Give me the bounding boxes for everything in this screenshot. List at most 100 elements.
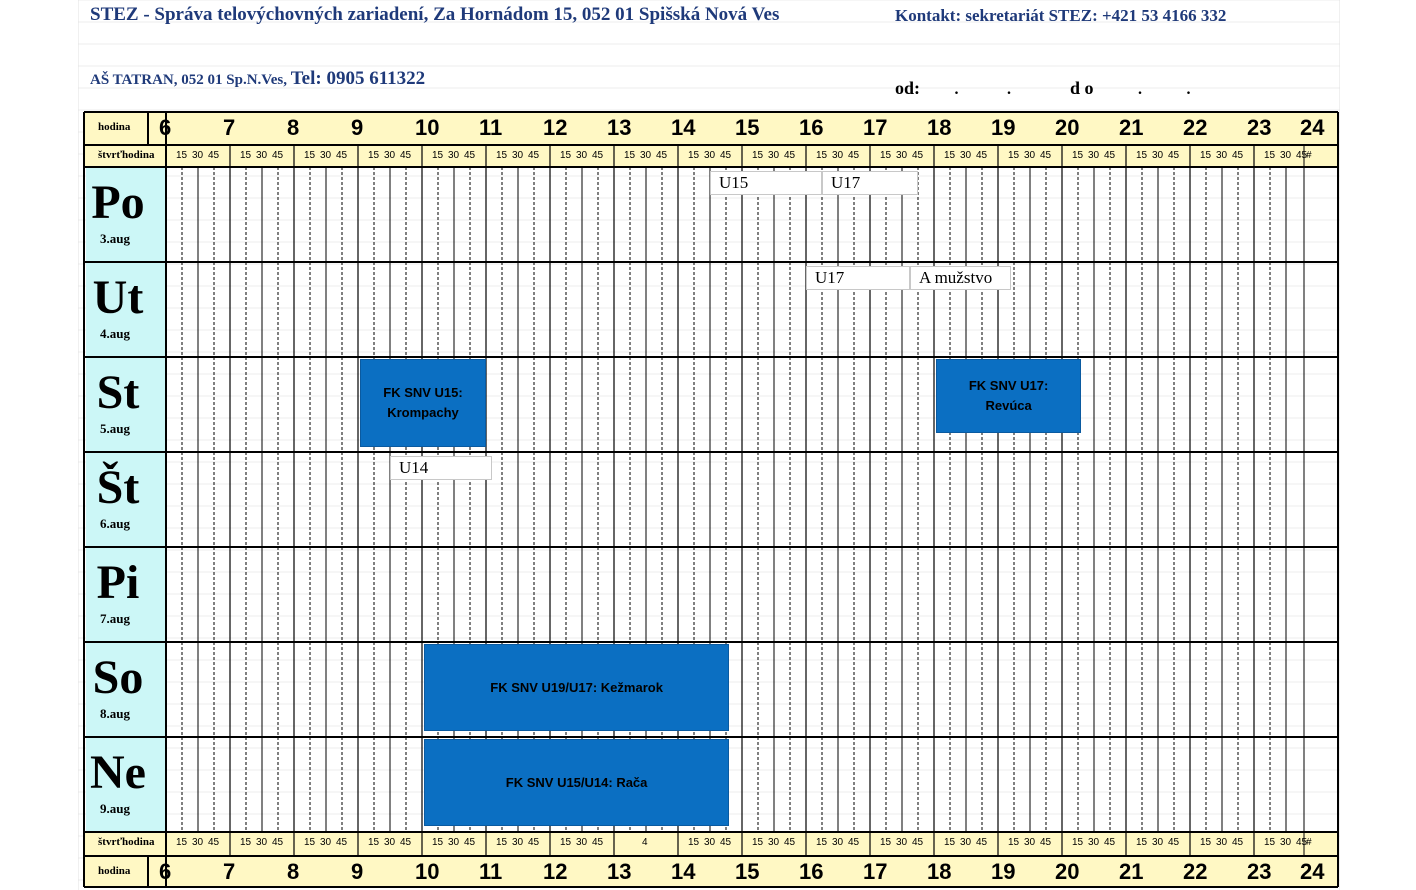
top-quarter-mark: 15 — [560, 150, 572, 161]
event-block[interactable]: FK SNV U15:Krompachy — [360, 359, 486, 447]
top-quarter-mark: 45 — [528, 150, 540, 161]
top-quarter-mark: 45 — [272, 150, 284, 161]
top-quarter-mark: 45 — [1296, 150, 1308, 161]
bottom-hour-20: 20 — [1055, 859, 1080, 884]
top-hour-7: 7 — [223, 115, 236, 140]
period-from-label: od: — [895, 78, 921, 98]
top-quarter-row — [84, 145, 1338, 167]
bottom-hour-23: 23 — [1247, 859, 1272, 884]
bottom-quarter-mark: 45 — [720, 837, 732, 848]
top-hour-14: 14 — [671, 115, 696, 140]
bottom-hour-8: 8 — [287, 859, 300, 884]
bottom-quarter-mark: 30 — [1024, 837, 1036, 848]
bottom-quarter-mark: 15 — [752, 837, 764, 848]
top-hour-13: 13 — [607, 115, 632, 140]
bottom-quarter-mark: 30 — [448, 837, 460, 848]
bottom-quarter-mark: 15 — [688, 837, 700, 848]
event-block[interactable]: FK SNV U19/U17: Kežmarok — [424, 644, 730, 731]
top-quarter-mark: 30 — [192, 150, 204, 161]
bottom-quarter-mark: 45 — [1168, 837, 1180, 848]
bottom-quarter-mark: 15 — [560, 837, 572, 848]
bottom-quarter-mark: 45 — [400, 837, 412, 848]
top-hour-11: 11 — [479, 115, 503, 140]
period-to: d o . . — [1070, 78, 1191, 99]
bottom-hour-11: 11 — [479, 859, 503, 884]
booking-note: U17 — [822, 171, 918, 195]
top-quarter-mark: 30 — [896, 150, 908, 161]
event-block[interactable]: FK SNV U15/U14: Rača — [424, 739, 730, 826]
bottom-quarter-mark: 15 — [1072, 837, 1084, 848]
bottom-quarter-mark: 45 — [592, 837, 604, 848]
event-subtitle: Krompachy — [387, 405, 459, 420]
day-name: Ne — [90, 746, 146, 799]
bottom-quarter-mark: 30 — [576, 837, 588, 848]
bottom-quarter-mark: 30 — [512, 837, 524, 848]
top-quarter-mark: 30 — [1024, 150, 1036, 161]
bottom-quarter-mark: 30 — [704, 837, 716, 848]
bottom-quarter-mark: 30 — [384, 837, 396, 848]
top-quarter-mark: 30 — [512, 150, 524, 161]
top-quarter-mark: 45 — [1168, 150, 1180, 161]
top-quarter-mark: 45 — [720, 150, 732, 161]
bottom-quarter-mark: 45 — [336, 837, 348, 848]
period-to-label: d o — [1070, 78, 1094, 98]
top-quarter-mark: 30 — [256, 150, 268, 161]
period-to-dot-1: . — [1138, 81, 1143, 98]
bottom-quarter-row — [84, 832, 1338, 855]
top-hour-24: 24 — [1300, 115, 1325, 140]
bottom-quarter-mark: 15 — [816, 837, 828, 848]
day-date: 5.aug — [100, 421, 130, 436]
top-quarter-mark: 45 — [976, 150, 988, 161]
booking-note: U17 — [806, 266, 910, 290]
top-quarter-mark: 15 — [304, 150, 316, 161]
bottom-quarter-mark: 45 — [784, 837, 796, 848]
bottom-quarter-mark: 15 — [496, 837, 508, 848]
day-date: 3.aug — [100, 231, 130, 246]
top-quarter-mark: 15 — [944, 150, 956, 161]
bottom-hour-24: 24 — [1300, 859, 1325, 884]
bottom-hour-label: hodina — [98, 865, 131, 877]
top-quarter-mark: 15 — [816, 150, 828, 161]
top-hour-12: 12 — [543, 115, 568, 140]
bottom-quarter-mark: 45 — [272, 837, 284, 848]
bottom-quarter-mark: 30 — [320, 837, 332, 848]
day-name: St — [96, 366, 140, 419]
top-quarter-mark: 30 — [1216, 150, 1228, 161]
bottom-quarter-mark: 15 — [240, 837, 252, 848]
top-quarter-mark: 15 — [1264, 150, 1276, 161]
bottom-quarter-mark: 30 — [192, 837, 204, 848]
top-quarter-mark: 30 — [1152, 150, 1164, 161]
bottom-hour-12: 12 — [543, 859, 568, 884]
booking-note: U14 — [390, 456, 493, 480]
top-quarter-mark: 30 — [576, 150, 588, 161]
top-quarter-mark: 15 — [1136, 150, 1148, 161]
bottom-hour-16: 16 — [799, 859, 824, 884]
top-quarter-mark: 45 — [592, 150, 604, 161]
bottom-quarter-mark: 30 — [960, 837, 972, 848]
top-quarter-mark: 45 — [848, 150, 860, 161]
bottom-quarter-mark: 30 — [1280, 837, 1292, 848]
top-quarter-mark: 45 — [208, 150, 220, 161]
bottom-hour-10: 10 — [415, 859, 440, 884]
top-hour-21: 21 — [1119, 115, 1144, 140]
day-date: 6.aug — [100, 516, 130, 531]
top-quarter-mark: 15 — [496, 150, 508, 161]
page-title: STEZ - Správa telovýchovných zariadení, … — [90, 4, 780, 25]
top-quarter-mark: 45 — [912, 150, 924, 161]
day-date: 4.aug — [100, 326, 130, 341]
bottom-quarter-mark: 30 — [1216, 837, 1228, 848]
event-block[interactable]: FK SNV U17:Revúca — [936, 359, 1082, 433]
top-quarter-mark: 15 — [176, 150, 188, 161]
bottom-quarter-mark: 45 — [848, 837, 860, 848]
bottom-quarter-mark: 30 — [256, 837, 268, 848]
top-quarter-mark: 30 — [704, 150, 716, 161]
top-quarter-mark: 15 — [624, 150, 636, 161]
top-quarter-mark: 15 — [368, 150, 380, 161]
day-date: 8.aug — [100, 706, 130, 721]
booking-note: U15 — [710, 171, 822, 195]
bottom-hour-19: 19 — [991, 859, 1016, 884]
top-hour-9: 9 — [351, 115, 364, 140]
top-quarter-mark: 45 — [400, 150, 412, 161]
